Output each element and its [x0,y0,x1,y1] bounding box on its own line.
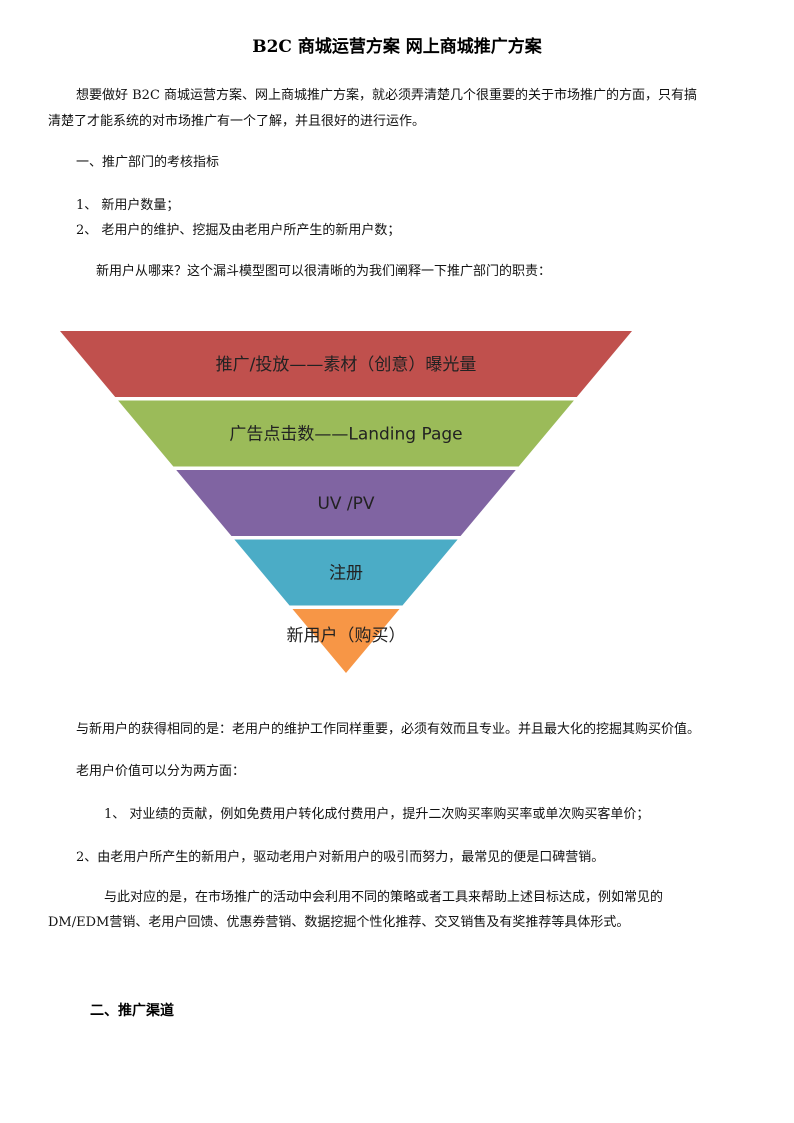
funnel-layer-4 [234,539,458,606]
after-funnel-p5-line2: DM/EDM营销、老用户回馈、优惠券营销、数据挖掘个性化推荐、交叉销售及有奖推荐… [48,915,630,930]
page-title: B2C 商城运营方案 网上商城推广方案 [252,37,542,57]
after-funnel-p4: 2、由老用户所产生的新用户，驱动老用户对新用户的吸引而努力，最常见的便是口碑营销… [76,850,605,865]
list-item-2: 2、 老用户的维护、挖掘及由老用户所产生的新用户数； [76,223,401,238]
funnel-label-2: 广告点击数——Landing Page [229,425,462,445]
after-funnel-p2: 老用户价值可以分为两方面： [76,764,246,779]
funnel-label-4: 注册 [329,564,363,584]
funnel-label-5: 新用户（购买） [287,626,406,646]
funnel-layer-5 [292,609,400,673]
funnel-layer-3 [176,470,516,536]
after-funnel-p3: 1、 对业绩的贡献，例如免费用户转化成付费用户，提升二次购买率购买率或单次购买客… [104,807,650,822]
after-funnel-p5-line1: 与此对应的是，在市场推广的活动中会利用不同的策略或者工具来帮助上述目标达成，例如… [104,890,664,905]
funnel-layer-1 [60,331,632,397]
funnel-label-3: UV /PV [317,494,374,514]
section2-heading: 二、推广渠道 [90,1003,174,1019]
intro-line-1: 想要做好 B2C 商城运营方案、网上商城推广方案，就必须弄清楚几个很重要的关于市… [76,88,698,103]
funnel-label-1: 推广/投放——素材（创意）曝光量 [216,355,477,375]
after-funnel-p1: 与新用户的获得相同的是：老用户的维护工作同样重要，必须有效而且专业。并且最大化的… [76,722,701,737]
intro-line-2: 清楚了才能系统的对市场推广有一个了解，并且很好的进行运作。 [48,114,426,129]
section1-heading: 一、推广部门的考核指标 [76,155,220,170]
list-item-1: 1、 新用户数量； [76,198,180,213]
funnel-intro: 新用户从哪来？这个漏斗模型图可以很清晰的为我们阐释一下推广部门的职责： [96,264,552,279]
funnel-layer-2 [118,400,574,467]
